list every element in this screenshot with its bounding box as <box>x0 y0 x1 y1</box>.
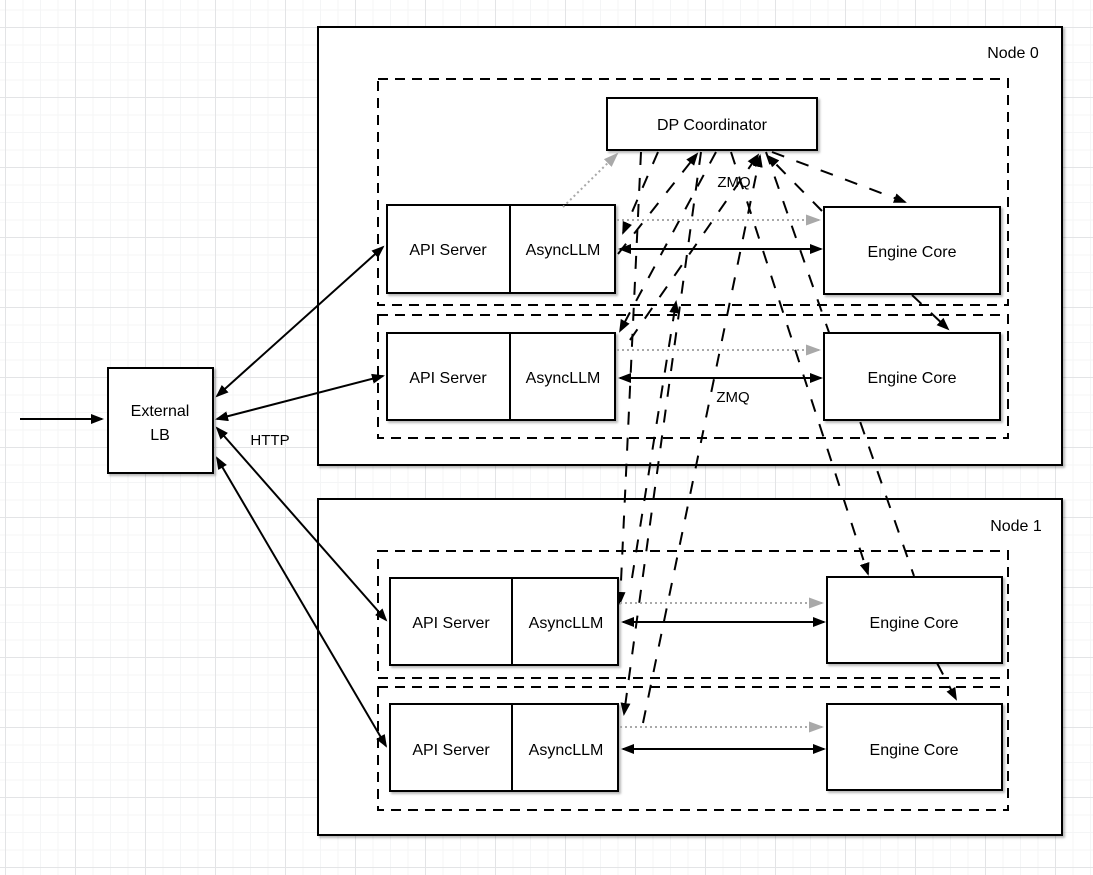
coord-to-node1-engine0-arrow-b <box>765 151 915 577</box>
node0-async0-to-coord-arrow <box>617 152 699 255</box>
coord-to-node1-async0-arrow <box>615 151 642 605</box>
node1-label: Node 1 <box>990 518 1042 535</box>
node0-api0-label: API Server <box>409 242 487 259</box>
node1-async1-to-coord-arrow <box>642 154 763 724</box>
node0-async0-label: AsyncLLM <box>526 242 601 259</box>
node1-engine1-box <box>826 703 1003 791</box>
node1-async1-label: AsyncLLM <box>529 742 604 759</box>
lb-node1-api1-arrow <box>215 456 388 748</box>
external-lb-label-line2: LB <box>150 427 170 444</box>
lb-node0-api1-arrow <box>215 373 385 422</box>
node0-engine1-box <box>823 332 1001 421</box>
node0-api0-box <box>386 204 616 294</box>
zmq-engine-label: ZMQ <box>716 389 749 406</box>
node0-replica1-group <box>377 314 1009 439</box>
node0-engine0-box <box>823 206 1001 295</box>
node1-async0-to-coord-arrow <box>631 300 680 579</box>
node0-engine0-to-engine1-arrow <box>911 294 950 331</box>
node0-async1-label: AsyncLLM <box>526 370 601 387</box>
node0-engine1-label: Engine Core <box>868 370 957 387</box>
http-edge-label: HTTP <box>250 432 289 449</box>
external-lb-box <box>107 367 214 474</box>
node1-engine0-label: Engine Core <box>870 615 959 632</box>
node0-engine0-label: Engine Core <box>868 244 957 261</box>
node1-engine0-to-engine1-arrow <box>936 662 957 701</box>
node1-async0-label: AsyncLLM <box>529 615 604 632</box>
node0-label: Node 0 <box>987 45 1039 62</box>
node1-engine1-label: Engine Core <box>870 742 959 759</box>
coord-to-node0-async1-arrow <box>619 151 717 333</box>
node0-replica0-group <box>377 78 1009 306</box>
dp-coordinator-label: DP Coordinator <box>657 117 768 134</box>
node1-replica1-group <box>377 686 1009 811</box>
lb-node0-api0-arrow <box>215 245 385 398</box>
external-lb-label-line1: External <box>131 403 190 420</box>
node1-api1-label: API Server <box>412 742 490 759</box>
dp-coordinator-box <box>606 97 818 151</box>
node0-api1-label: API Server <box>409 370 487 387</box>
node1-api0-label: API Server <box>412 615 490 632</box>
coord-to-node1-engine0-arrow <box>730 151 870 576</box>
node0-api1-box <box>386 332 616 421</box>
node1-api1-box <box>389 703 619 792</box>
node1-api0-box <box>389 577 619 666</box>
node0-engine0-to-coord-arrow <box>766 154 823 212</box>
node1-engine0-box <box>826 576 1003 664</box>
